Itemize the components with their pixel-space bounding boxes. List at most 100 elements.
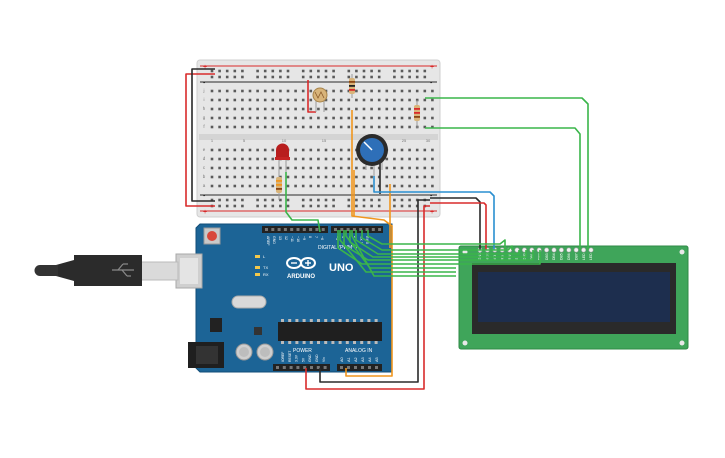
photoresistor[interactable]: [312, 87, 328, 112]
lcd-pin[interactable]: [588, 247, 594, 253]
header-pin[interactable]: [283, 228, 287, 231]
top-rail-plus-sign: +: [203, 64, 207, 71]
column-number: 15: [322, 138, 327, 143]
rail-hole: [377, 75, 381, 79]
breadboard-hole: [370, 107, 373, 111]
lcd-pin[interactable]: [566, 247, 572, 253]
header-pin[interactable]: [323, 366, 327, 369]
lcd-pin[interactable]: [573, 247, 579, 253]
resistor-led[interactable]: [276, 172, 282, 200]
breadboard-hole: [210, 166, 214, 170]
header-pin[interactable]: [365, 228, 369, 231]
breadboard-hole: [431, 175, 434, 179]
header-pin[interactable]: [296, 228, 300, 231]
breadboard-hole: [263, 157, 267, 161]
bottom-rail-minus-sign-right: -: [430, 193, 433, 200]
header-pin[interactable]: [368, 366, 371, 369]
small-chip: [254, 327, 262, 335]
header-pin[interactable]: [296, 366, 300, 369]
column-number: 1: [211, 138, 214, 143]
breadboard-hole: [317, 148, 320, 152]
breadboard-hole: [286, 116, 290, 120]
rail-hole: [415, 69, 419, 73]
breadboard-hole: [324, 148, 328, 152]
header-pin[interactable]: [321, 228, 325, 231]
rail-hole: [324, 75, 328, 79]
rail-hole: [225, 198, 229, 202]
header-pin[interactable]: [265, 228, 268, 231]
lcd-pin[interactable]: [558, 247, 564, 253]
breadboard-hole: [377, 89, 381, 93]
chip-pin: [367, 341, 371, 344]
digital-pin-label: ~3: [347, 236, 351, 240]
usb-cable-tip: [34, 265, 46, 276]
rx-led-label: RX: [263, 272, 269, 277]
breadboard-hole: [355, 89, 358, 93]
lcd-pin[interactable]: [544, 247, 550, 253]
header-pin[interactable]: [352, 228, 356, 231]
rail-hole: [286, 69, 290, 73]
resistor-backlight[interactable]: [414, 100, 420, 128]
wire-lcd-rs-green: [367, 230, 506, 250]
breadboard-hole: [355, 157, 358, 161]
header-pin[interactable]: [359, 228, 363, 231]
breadboard-hole: [248, 148, 252, 152]
breadboard-hole: [286, 175, 290, 179]
header-pin[interactable]: [361, 366, 364, 369]
header-pin[interactable]: [271, 228, 275, 231]
rail-hole: [218, 75, 221, 79]
header-pin[interactable]: [302, 228, 306, 231]
header-pin[interactable]: [310, 366, 313, 369]
chip-pin: [317, 341, 320, 344]
breadboard-hole: [279, 89, 282, 93]
l-led-label: L: [263, 254, 266, 259]
breadboard-hole: [279, 175, 282, 179]
breadboard-hole: [332, 89, 335, 93]
header-pin[interactable]: [277, 228, 281, 231]
rail-hole: [324, 198, 328, 202]
lcd-pin[interactable]: [551, 247, 557, 253]
breadboard-hole: [423, 98, 427, 102]
red-led[interactable]: [275, 143, 290, 173]
header-pin[interactable]: [340, 228, 344, 231]
analog-header: [337, 364, 382, 371]
breadboard-hole: [294, 116, 297, 120]
analog-pin-label: A3: [361, 357, 365, 362]
breadboard-hole: [408, 89, 411, 93]
breadboard-hole: [339, 116, 343, 120]
breadboard-hole: [225, 166, 229, 170]
wire-5v-red: [305, 205, 430, 390]
header-pin[interactable]: [371, 228, 375, 231]
header-pin[interactable]: [289, 366, 293, 369]
breadboard-hole: [423, 107, 427, 111]
header-pin[interactable]: [334, 228, 337, 231]
header-pin[interactable]: [303, 366, 307, 369]
rail-hole: [279, 198, 282, 202]
header-pin[interactable]: [282, 366, 286, 369]
wire-photoresistor-analog-orange: [345, 110, 393, 377]
potentiometer[interactable]: [356, 134, 388, 176]
header-pin[interactable]: [276, 366, 279, 369]
header-pin[interactable]: [354, 366, 357, 369]
header-pin[interactable]: [340, 366, 343, 369]
header-pin[interactable]: [346, 228, 350, 231]
lcd-pin[interactable]: [581, 247, 587, 253]
lcd-pin-label: VCC: [486, 252, 490, 260]
analog-pin-label: A1: [347, 357, 351, 362]
crystal-oscillator: [231, 295, 267, 309]
capacitor-right-top: [260, 347, 270, 357]
breadboard-hole: [385, 125, 389, 129]
header-pin[interactable]: [378, 228, 382, 231]
header-pin[interactable]: [316, 366, 320, 369]
resistor-photoresistor[interactable]: [349, 74, 355, 98]
header-pin[interactable]: [347, 366, 350, 369]
header-pin[interactable]: [309, 228, 313, 231]
header-pin[interactable]: [315, 228, 319, 231]
breadboard-hole: [233, 98, 237, 102]
header-pin[interactable]: [375, 366, 378, 369]
header-pin[interactable]: [290, 228, 294, 231]
breadboard-hole: [393, 89, 396, 93]
wire-lcd-vcc-red: [430, 202, 487, 250]
